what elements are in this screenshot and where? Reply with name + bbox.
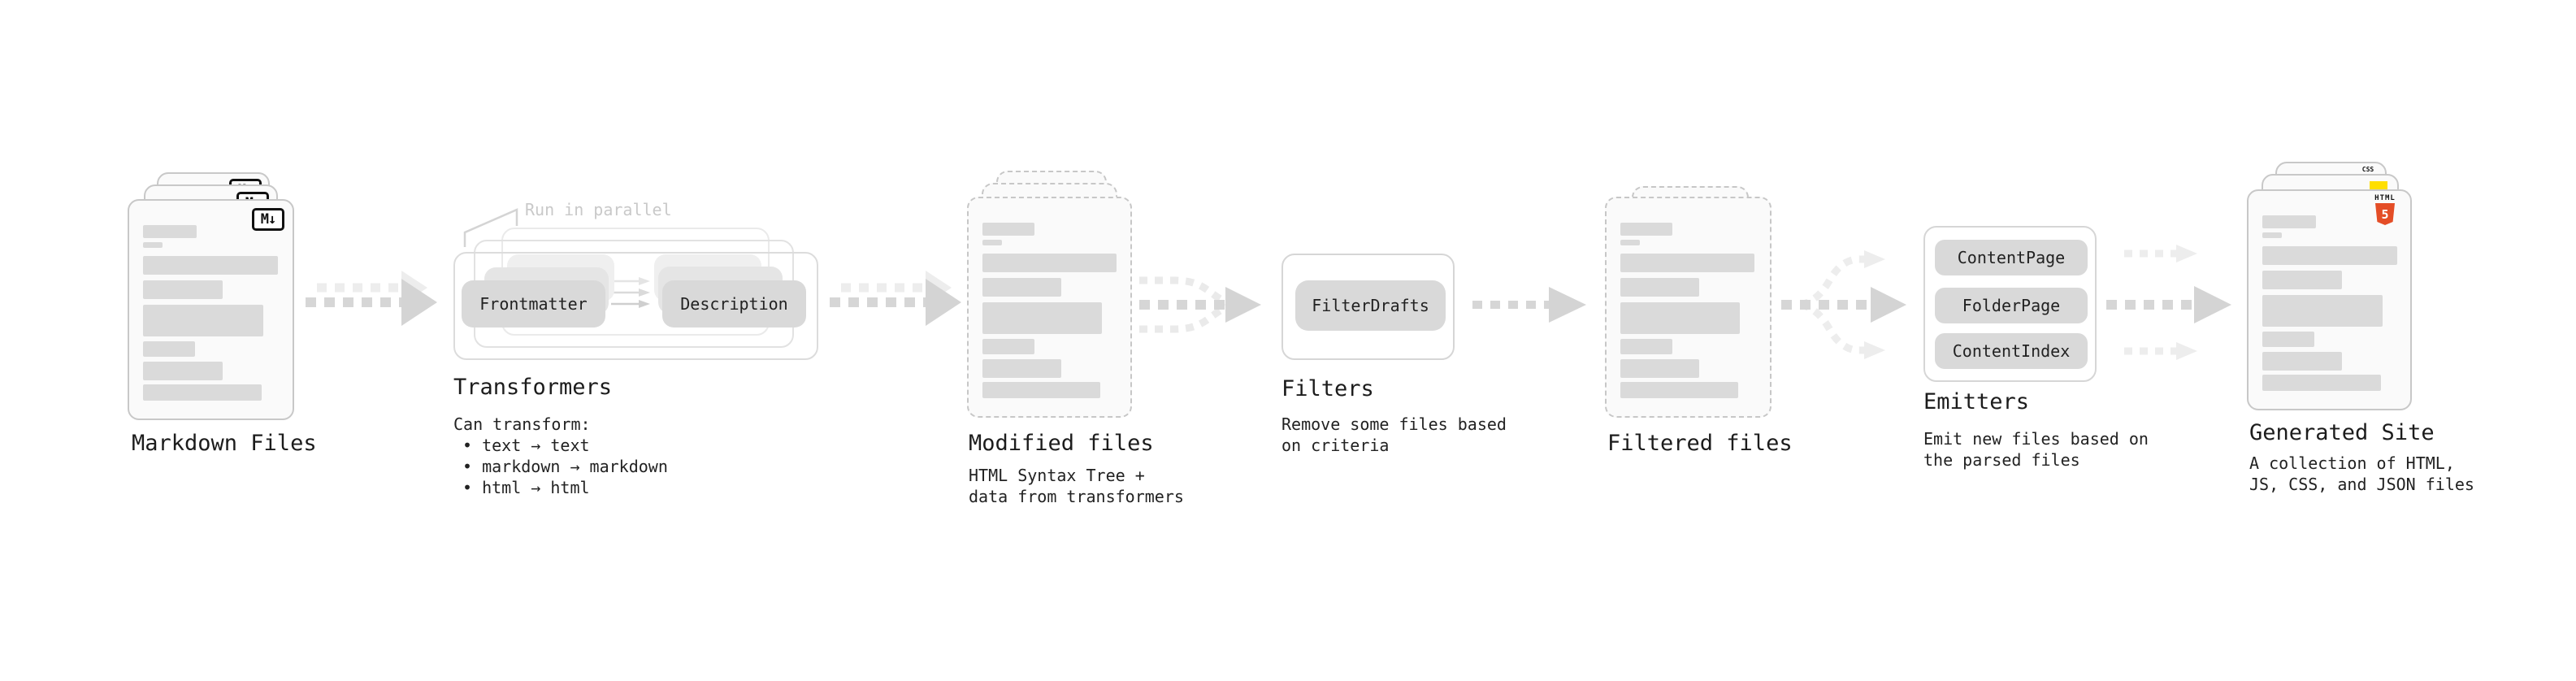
html5-number: 5 [2381, 206, 2389, 222]
generated-site-node: CSS HTML 5 [2247, 160, 2414, 410]
filters-label: Filters [1281, 376, 1374, 401]
description-pill-label: Description [680, 294, 788, 314]
generated-site-label: Generated Site [2249, 420, 2435, 445]
text-line-bar [1620, 359, 1699, 378]
run-in-parallel-annotation: Run in parallel [525, 200, 672, 219]
text-line-bar [2262, 295, 2383, 327]
text-line-bar [143, 362, 223, 380]
caption-line: JS, CSS, and JSON files [2249, 475, 2474, 494]
text-line-bar [982, 254, 1117, 272]
text-line-bar [982, 240, 1002, 245]
text-line-bar [982, 339, 1034, 354]
html5-shield: 5 [2375, 203, 2395, 225]
text-line-bar [2262, 215, 2316, 228]
transformers-caption: Can transform: • text → text • markdown … [453, 414, 668, 498]
text-line-bar [982, 278, 1061, 297]
text-line-bar [143, 341, 195, 357]
filtered-files-node [1605, 184, 1772, 418]
arrow-filtered-to-emitters [1781, 250, 1906, 359]
js-file-icon [2370, 181, 2387, 191]
filtered-files-label: Filtered files [1607, 431, 1793, 456]
filterdrafts-pill-label: FilterDrafts [1312, 296, 1429, 315]
annotation-leader-line [463, 208, 518, 247]
markdown-icon-glyph: M↓ [260, 211, 277, 228]
caption-line: Can transform: [453, 414, 591, 434]
text-line-bar [1620, 278, 1699, 297]
file-card: HTML 5 [2247, 189, 2412, 410]
caption-line: • text → text [462, 436, 590, 455]
text-line-bar [143, 256, 278, 275]
markdown-files-label: Markdown Files [132, 431, 317, 456]
emitters-box: ContentPage FolderPage ContentIndex [1923, 226, 2097, 382]
contentpage-pill-label: ContentPage [1957, 248, 2066, 267]
file-card [1605, 197, 1772, 418]
caption-line: Emit new files based on [1923, 429, 2149, 449]
caption-line: on criteria [1281, 436, 1390, 455]
transformers-label: Transformers [453, 375, 613, 400]
text-line-bar [1620, 339, 1672, 354]
filters-box: FilterDrafts [1281, 254, 1455, 360]
description-pill: Description [662, 280, 806, 327]
text-line-bar [2262, 232, 2282, 238]
text-line-bar [2262, 352, 2342, 371]
text-line-bar [982, 223, 1034, 236]
folderpage-pill: FolderPage [1935, 288, 2088, 323]
modified-files-node [967, 169, 1133, 418]
modified-files-label: Modified files [969, 431, 1154, 456]
contentpage-pill: ContentPage [1935, 240, 2088, 275]
text-line-bar [982, 382, 1100, 398]
caption-line: the parsed files [1923, 450, 2080, 470]
frontmatter-pill: Frontmatter [462, 280, 605, 327]
text-line-bar [2262, 332, 2314, 347]
text-line-bar [143, 225, 197, 238]
file-card [967, 197, 1132, 418]
folderpage-pill-label: FolderPage [1962, 296, 2061, 315]
text-line-bar [2262, 271, 2342, 289]
transformer-container-front [453, 252, 818, 360]
frontmatter-pill-label: Frontmatter [479, 294, 588, 314]
markdown-icon: M↓ [252, 208, 284, 231]
markdown-files-node: M↓ M↓ M↓ [128, 171, 295, 421]
file-card: M↓ [128, 199, 294, 420]
contentindex-pill-label: ContentIndex [1952, 341, 2071, 361]
contentindex-pill: ContentIndex [1935, 333, 2088, 369]
text-line-bar [143, 280, 223, 299]
caption-line: data from transformers [969, 487, 1184, 506]
text-line-bar [2262, 246, 2397, 265]
arrow-emitters-to-generated [2106, 245, 2231, 360]
text-line-bar [1620, 240, 1640, 245]
generated-site-caption: A collection of HTML, JS, CSS, and JSON … [2249, 453, 2474, 495]
filters-caption: Remove some files based on criteria [1281, 414, 1507, 456]
html5-icon-label: HTML [2374, 194, 2396, 202]
emitters-caption: Emit new files based on the parsed files [1923, 428, 2149, 471]
arrow-filters-to-filtered [1472, 287, 1586, 323]
caption-line: • html → html [462, 478, 590, 497]
arrow-transformers-to-modified [830, 271, 961, 326]
filterdrafts-pill: FilterDrafts [1295, 280, 1446, 331]
text-line-bar [2262, 375, 2381, 391]
transform-flow-arrows [611, 277, 650, 308]
html5-icon: HTML 5 [2368, 194, 2402, 225]
caption-line: • markdown → markdown [462, 457, 668, 476]
caption-line: Remove some files based [1281, 414, 1507, 434]
text-line-bar [1620, 302, 1740, 334]
text-line-bar [982, 359, 1061, 378]
text-line-bar [143, 384, 262, 401]
text-line-bar [1620, 382, 1738, 398]
caption-line: HTML Syntax Tree + [969, 466, 1145, 485]
text-line-bar [1620, 254, 1754, 272]
arrow-modified-to-filters [1139, 276, 1261, 333]
emitters-label: Emitters [1923, 389, 2030, 414]
text-line-bar [143, 305, 263, 336]
text-line-bar [143, 242, 163, 248]
modified-files-caption: HTML Syntax Tree + data from transformer… [969, 465, 1184, 507]
css-icon-label: CSS [2361, 166, 2374, 173]
text-line-bar [1620, 223, 1672, 236]
caption-line: A collection of HTML, [2249, 453, 2455, 473]
text-line-bar [982, 302, 1102, 334]
arrow-markdown-to-transformers [306, 271, 437, 326]
